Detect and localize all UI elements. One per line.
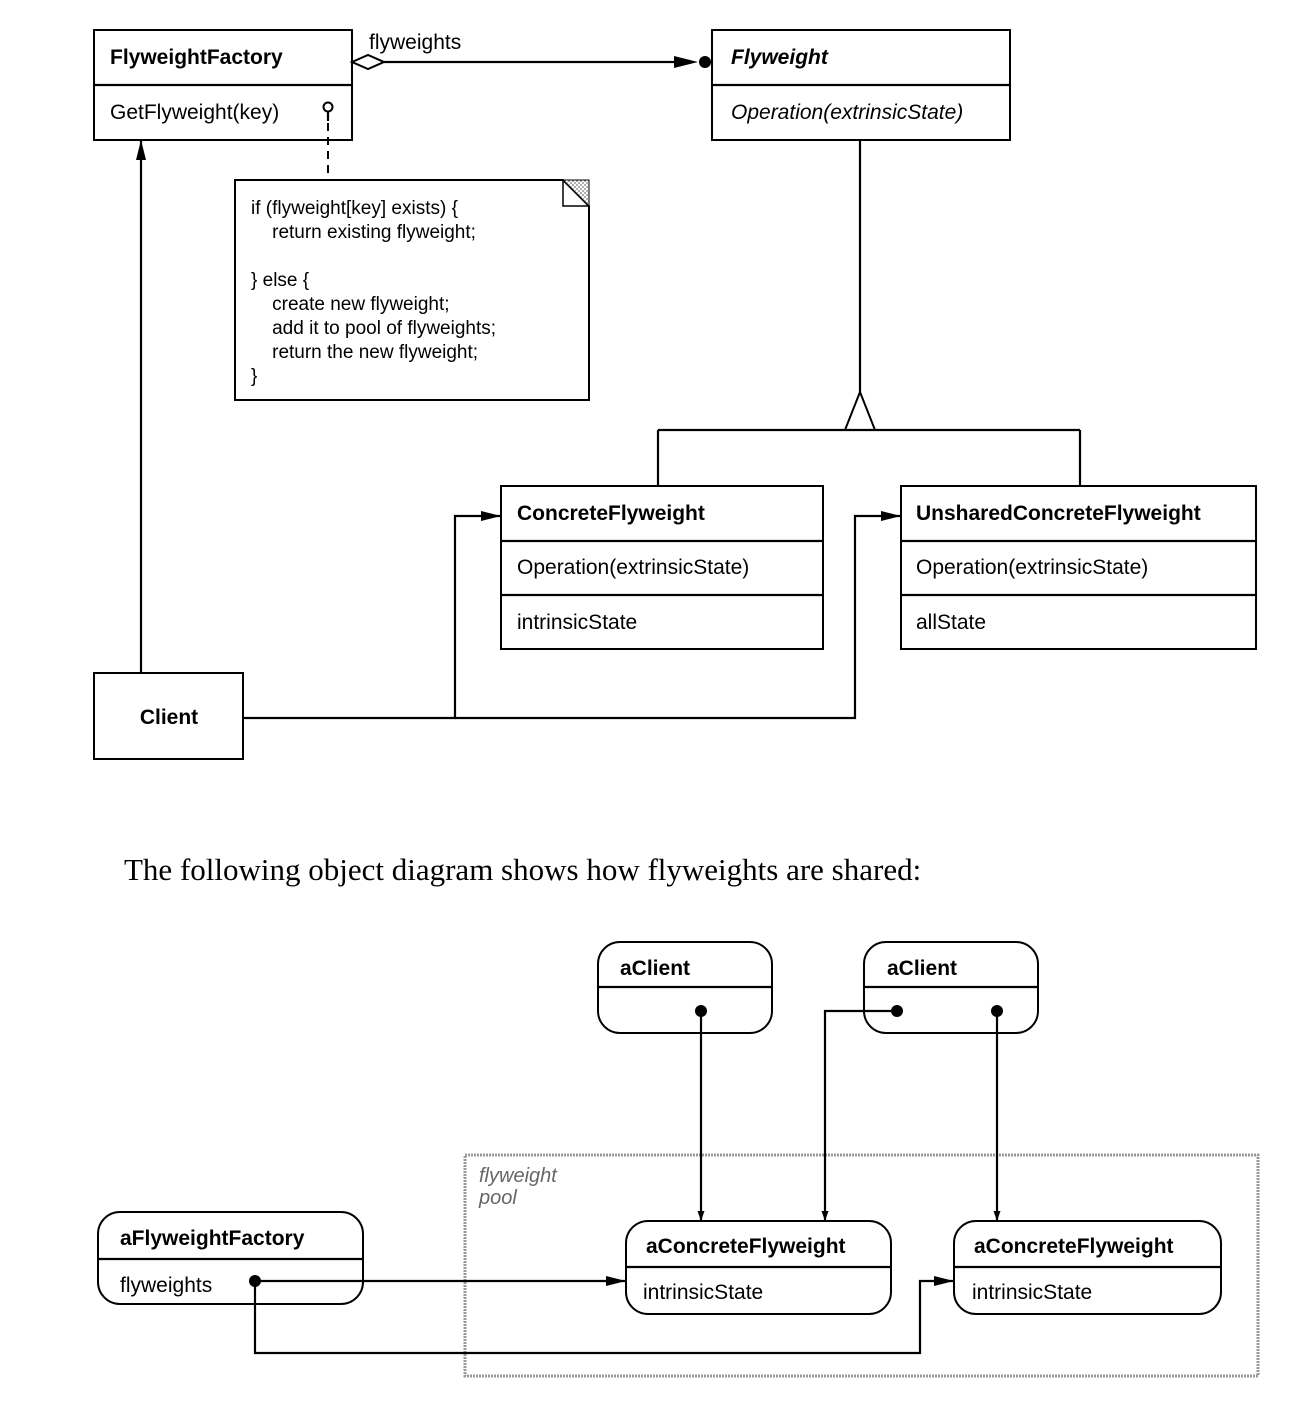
pool-label-line1: flyweight: [479, 1165, 558, 1187]
concrete-flyweight-name: ConcreteFlyweight: [517, 502, 705, 525]
concrete-flyweight-object-1: aConcreteFlyweight intrinsicState: [625, 1220, 892, 1315]
factory-note: if (flyweight[key] exists) { return exis…: [234, 179, 590, 401]
note-line-6: add it to pool of flyweights;: [251, 318, 496, 339]
factory-object-field: flyweights: [120, 1274, 212, 1297]
client-to-unshared-arrow: [455, 511, 901, 720]
client-object-1: aClient: [597, 941, 773, 1034]
flyweight-pool: flyweight pool: [463, 1153, 1260, 1378]
concrete-flyweight-attribute: intrinsicState: [517, 611, 637, 634]
note-line-4: } else {: [251, 270, 310, 291]
inheritance-connector: [656, 140, 1082, 486]
concrete-flyweight-object-2: aConcreteFlyweight intrinsicState: [953, 1220, 1222, 1315]
note-anchor-icon: [322, 101, 334, 121]
concrete-1-field: intrinsicState: [643, 1281, 763, 1304]
object-diagram-caption: The following object diagram shows how f…: [124, 852, 921, 887]
note-line-8: }: [251, 366, 257, 387]
flyweight-factory-object: aFlyweightFactory flyweights: [97, 1211, 364, 1305]
client-class: Client: [93, 672, 244, 760]
get-flyweight-operation: GetFlyweight(key): [110, 101, 279, 124]
unshared-concrete-flyweight-attribute: allState: [916, 611, 986, 634]
unshared-concrete-flyweight-operation: Operation(extrinsicState): [916, 556, 1148, 579]
concrete-flyweight-operation: Operation(extrinsicState): [517, 556, 749, 579]
flyweight-operation: Operation(extrinsicState): [731, 101, 963, 124]
flyweight-class: Flyweight Operation(extrinsicState): [711, 29, 1011, 141]
note-line-1: if (flyweight[key] exists) {: [251, 198, 459, 219]
client2-to-concrete1-arrow: [821, 1009, 897, 1221]
concrete-1-name: aConcreteFlyweight: [646, 1235, 846, 1258]
client-name: Client: [140, 706, 198, 729]
client-to-concrete-arrow: [243, 511, 501, 720]
unshared-concrete-flyweight-class: UnsharedConcreteFlyweight Operation(extr…: [900, 485, 1257, 650]
note-line-2: return existing flyweight;: [251, 222, 476, 243]
flyweight-factory-class: FlyweightFactory GetFlyweight(key): [93, 29, 353, 141]
client-1-name: aClient: [620, 957, 690, 980]
unshared-concrete-flyweight-name: UnsharedConcreteFlyweight: [916, 502, 1201, 525]
client-2-name: aClient: [887, 957, 957, 980]
concrete-flyweight-class: ConcreteFlyweight Operation(extrinsicSta…: [500, 485, 824, 650]
note-line-5: create new flyweight;: [251, 294, 450, 315]
factory-object-name: aFlyweightFactory: [120, 1227, 305, 1250]
flyweights-aggregation: flyweights: [349, 31, 711, 71]
factory-to-concrete2-arrow: [253, 1276, 954, 1355]
note-line-7: return the new flyweight;: [251, 342, 478, 363]
flyweight-name: Flyweight: [731, 46, 829, 69]
flyweight-factory-name: FlyweightFactory: [110, 46, 283, 69]
concrete-2-name: aConcreteFlyweight: [974, 1235, 1174, 1258]
client-object-2: aClient: [863, 941, 1039, 1034]
aggregation-label: flyweights: [369, 31, 461, 54]
concrete-2-field: intrinsicState: [972, 1281, 1092, 1304]
pool-label-line2: pool: [478, 1187, 517, 1209]
